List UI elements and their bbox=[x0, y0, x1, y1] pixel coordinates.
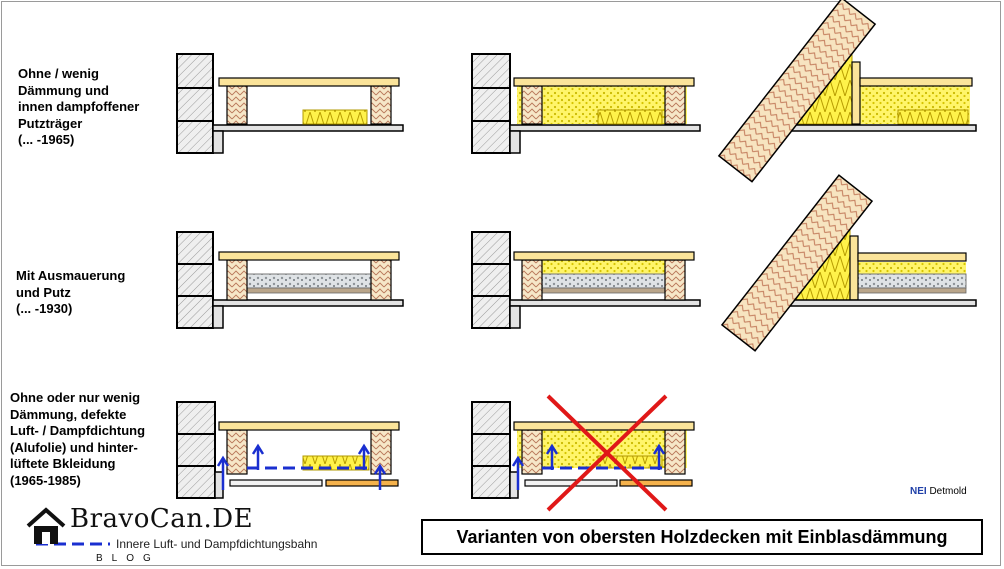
row2-col1-section bbox=[176, 231, 404, 329]
row-label-3: Ohne oder nur wenig Dämmung, defekte Luf… bbox=[10, 390, 146, 488]
row3-col2-section bbox=[471, 394, 695, 512]
logo-name: BravoCan.DE bbox=[70, 504, 254, 534]
row2-col2-section bbox=[471, 231, 701, 329]
red-cross-mark bbox=[546, 394, 668, 512]
row2-col3-section bbox=[720, 174, 977, 352]
legend-text: Innere Luft- und Dampfdichtungsbahn bbox=[116, 537, 318, 551]
logo-sub: BLOG bbox=[96, 553, 160, 564]
airflow-arrows bbox=[216, 443, 387, 490]
credit-label: NEI Detmold bbox=[910, 486, 967, 497]
row1-col3-section bbox=[717, 0, 977, 183]
logo: BravoCan.DE BLOG bbox=[24, 500, 253, 568]
diagram-title: Varianten von obersten Holzdecken mit Ei… bbox=[421, 519, 983, 555]
row-label-2: Mit Ausmauerung und Putz (... -1930) bbox=[16, 268, 126, 316]
row3-col1-section bbox=[176, 401, 400, 499]
row1-col2-section bbox=[471, 53, 701, 154]
house-icon bbox=[26, 507, 66, 544]
row1-col1-section bbox=[176, 53, 404, 154]
row-label-1: Ohne / wenig Dämmung und innen dampfoffe… bbox=[18, 66, 140, 147]
brick-wall bbox=[176, 53, 214, 154]
